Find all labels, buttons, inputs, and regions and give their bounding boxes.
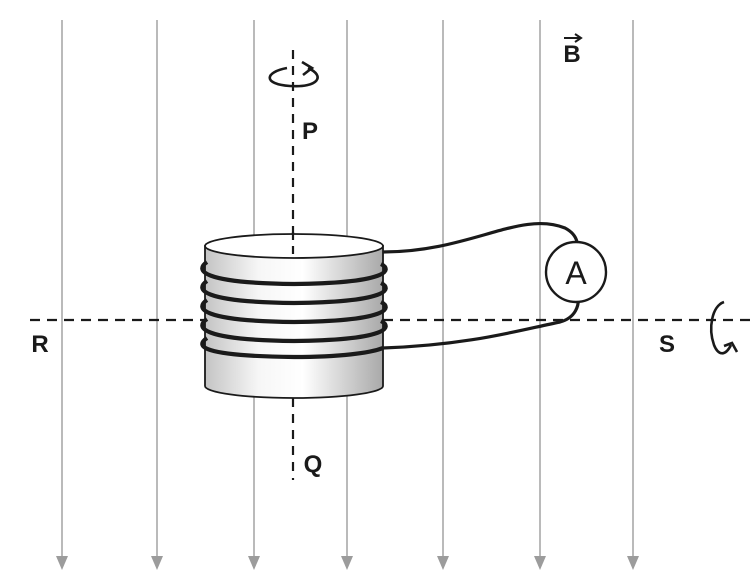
label-p: P: [302, 118, 318, 145]
label-s: S: [659, 331, 675, 358]
coil-turn: [200, 260, 388, 287]
field-label: B: [563, 41, 580, 68]
cylinder: [204, 232, 384, 399]
coil-turn: [200, 298, 388, 325]
field-label-b: B: [563, 33, 583, 68]
field-line-arrowhead: [534, 556, 546, 570]
label-q: Q: [304, 451, 323, 478]
coil-turn: [200, 336, 384, 360]
coil-windings: [200, 260, 388, 360]
ammeter-label: A: [565, 255, 587, 291]
wire-bottom: [382, 293, 581, 350]
rotate-arrow-icon-right: [710, 300, 739, 355]
field-line-arrowhead: [248, 556, 260, 570]
coil-turn: [200, 279, 388, 306]
field-line-arrowhead: [437, 556, 449, 570]
field-line-arrowhead: [627, 556, 639, 570]
field-line-arrowhead: [56, 556, 68, 570]
field-line-arrowhead: [151, 556, 163, 570]
ammeter-icon: A: [544, 240, 608, 304]
field-line-arrowhead: [341, 556, 353, 570]
vector-arrow-icon: [564, 33, 583, 43]
label-r: R: [31, 331, 48, 358]
rotate-arrow-icon-top: [268, 60, 319, 88]
coil-turn: [200, 317, 388, 344]
wire-top: [382, 221, 579, 254]
